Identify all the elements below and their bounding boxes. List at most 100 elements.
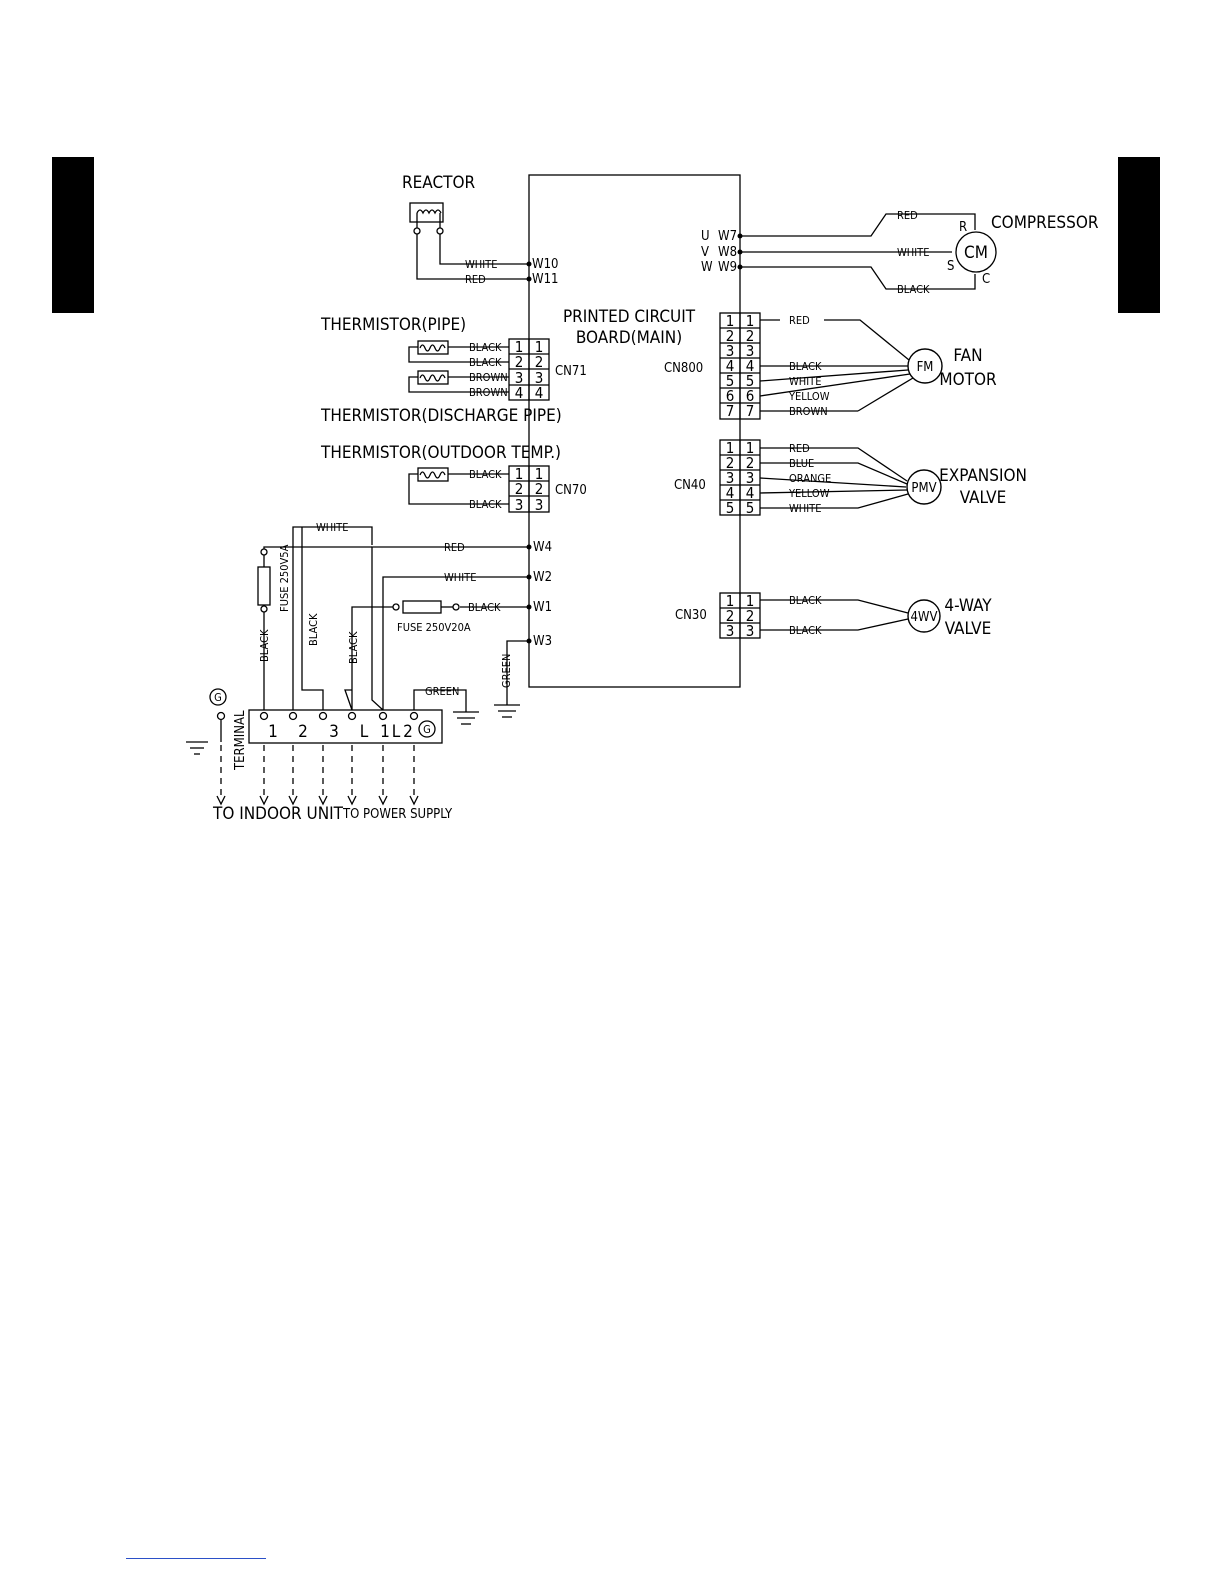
pcb-label-line1: PRINTED CIRCUIT (563, 307, 696, 327)
cn70-wire-3: BLACK (469, 498, 502, 511)
phase-u: U (701, 229, 710, 244)
cn40-pin-b1: 1 (746, 439, 755, 457)
dashed-leads (220, 745, 415, 800)
cn70-wire-1: BLACK (469, 468, 502, 481)
cn800-wire-brown: BROWN (789, 405, 828, 418)
cn71-wire-2: BLACK (469, 356, 502, 369)
cn40-wire-white: WHITE (789, 502, 821, 515)
cn71-pin-b2: 2 (535, 353, 544, 371)
expansion-valve-label-1: EXPANSION (939, 466, 1027, 486)
fourway-valve-label-2: VALVE (945, 619, 992, 639)
reactor-symbol (409, 202, 529, 280)
cn40-pin-b4: 4 (746, 484, 755, 502)
fan-motor-label-2: MOTOR (939, 370, 997, 390)
point-w7: W7 (718, 229, 737, 244)
cn800-label: CN800 (664, 361, 703, 376)
pmv-symbol (906, 469, 942, 505)
terminal-wire-black-1: BLACK (258, 629, 271, 662)
cn71-pin-a4: 4 (515, 384, 524, 402)
left-ground-g: G (214, 691, 222, 704)
power-wire-white: WHITE (444, 571, 476, 584)
terminal-label: TERMINAL (233, 710, 248, 771)
cn800-wire-red: RED (789, 314, 810, 327)
cn70-pin-b3: 3 (535, 496, 544, 514)
cn800-pin-a4: 4 (726, 357, 735, 375)
thermistor-outdoor-label: THERMISTOR(OUTDOOR TEMP.) (320, 443, 561, 463)
point-w8: W8 (718, 245, 737, 260)
compressor-r: R (959, 220, 967, 235)
cn70-pin-a1: 1 (515, 465, 524, 483)
terminal-pos-l2-l: L (392, 722, 401, 742)
cn40-wire-blue: BLUE (789, 457, 814, 470)
terminal-pos-2: 2 (298, 722, 308, 742)
point-w11: W11 (532, 272, 558, 287)
cn800-pin-b4: 4 (746, 357, 755, 375)
cn800-wire-yellow: YELLOW (788, 390, 830, 403)
comp-wire-white: WHITE (897, 246, 929, 259)
cn30-wire-1: BLACK (789, 594, 822, 607)
cn70-connector (508, 465, 550, 513)
cn71-wire-1: BLACK (469, 341, 502, 354)
cn71-connector (508, 338, 550, 401)
cn71-pin-b3: 3 (535, 369, 544, 387)
terminal-pos-1: 1 (268, 722, 278, 742)
point-w10: W10 (532, 257, 558, 272)
fan-motor-label-1: FAN (953, 346, 982, 366)
fan-motor-fm: FM (917, 360, 934, 375)
thermistor-discharge-symbol (408, 370, 509, 393)
point-w3: W3 (533, 634, 552, 649)
thermistor-outdoor-symbol (408, 467, 509, 505)
cn800-pin-b3: 3 (746, 342, 755, 360)
thermistor-discharge-label: THERMISTOR(DISCHARGE PIPE) (320, 406, 562, 426)
cn40-wire-yellow: YELLOW (788, 487, 830, 500)
cn40-pin-a4: 4 (726, 484, 735, 502)
cn71-label: CN71 (555, 364, 587, 379)
cn800-pin-b1: 1 (746, 312, 755, 330)
left-edge-tab (52, 157, 94, 313)
reactor-wire-red: RED (465, 273, 486, 286)
footer-rule (126, 1558, 266, 1559)
cn30-pin-a3: 3 (726, 622, 735, 640)
cn40-connector (719, 439, 761, 516)
cn71-wire-4: BROWN (469, 386, 508, 399)
terminal-pos-l2-2: 2 (403, 722, 413, 742)
cn71-pin-a1: 1 (515, 338, 524, 356)
compressor-label: COMPRESSOR (991, 213, 1099, 233)
cn71-pin-b1: 1 (535, 338, 544, 356)
terminal-pos-l1-1: 1 (380, 722, 390, 742)
thermistor-pipe-symbol (408, 340, 509, 363)
cn71-wire-3: BROWN (469, 371, 508, 384)
comp-wire-red: RED (897, 209, 918, 222)
cn800-pin-a1: 1 (726, 312, 735, 330)
cn40-pin-b5: 5 (746, 499, 755, 517)
compressor-c: C (982, 272, 990, 287)
to-power-supply: TO POWER SUPPLY (342, 807, 453, 822)
compressor-cm: CM (964, 243, 988, 263)
point-w4: W4 (533, 540, 552, 555)
power-wire-green: GREEN (500, 654, 513, 688)
cn40-pin-a2: 2 (726, 454, 735, 472)
fourway-valve-label-1: 4-WAY (944, 596, 992, 616)
cn800-pin-a6: 6 (726, 387, 735, 405)
phase-w: W (701, 260, 713, 275)
expansion-valve-wiring (759, 447, 909, 509)
fourwv-label: 4WV (910, 610, 937, 625)
terminal-block (248, 709, 443, 744)
cn800-pin-b6: 6 (746, 387, 755, 405)
terminal-wire-black-3: BLACK (347, 631, 360, 664)
cn71-pin-a2: 2 (515, 353, 524, 371)
cn40-pin-a5: 5 (726, 499, 735, 517)
compressor-s: S (947, 259, 954, 274)
pcb-board (528, 174, 741, 688)
reactor-wire-white: WHITE (465, 258, 497, 271)
pcb-label-line2: BOARD(MAIN) (576, 328, 682, 348)
cn800-wire-white: WHITE (789, 375, 821, 388)
cn800-pin-b2: 2 (746, 327, 755, 345)
expansion-valve-label-2: VALVE (960, 488, 1007, 508)
cn800-wire-black: BLACK (789, 360, 822, 373)
right-edge-tab (1118, 157, 1160, 313)
cn40-pin-a3: 3 (726, 469, 735, 487)
point-w9: W9 (718, 260, 737, 275)
cn30-pin-a1: 1 (726, 592, 735, 610)
